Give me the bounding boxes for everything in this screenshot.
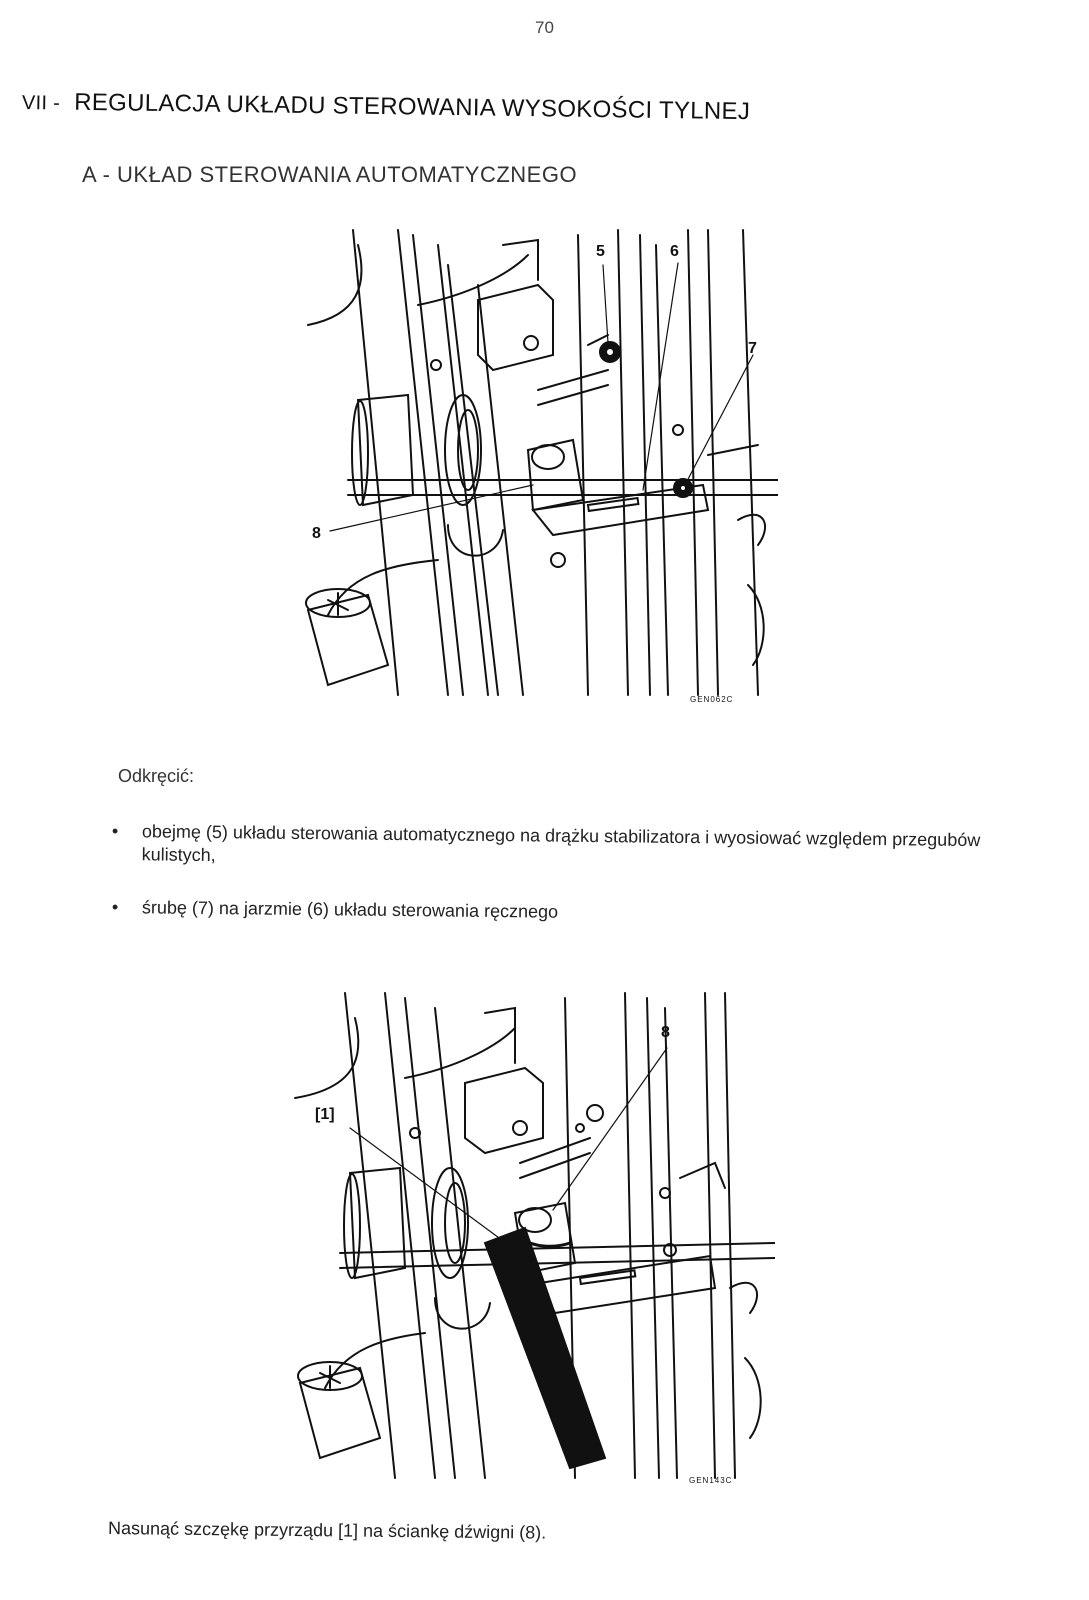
list-item: • obejmę (5) układu sterowania automatyc…	[112, 820, 1052, 876]
figure-1-illustration: 5 6 7 8 GEN062C	[288, 225, 778, 710]
section-roman-numeral: VII -	[21, 92, 61, 115]
figure-1-callout-5: 5	[596, 243, 605, 260]
list-item-text: śrubę (7) na jarzmie (6) układu sterowan…	[141, 897, 559, 922]
list-item-text: obejmę (5) układu sterowania automatyczn…	[141, 821, 981, 866]
section-title-text: REGULACJA UKŁADU STEROWANIA WYSOKOŚCI TY…	[73, 88, 751, 126]
figure-1-callout-8: 8	[312, 525, 321, 542]
instructions-lead: Odkręcić:	[118, 766, 195, 786]
instructions-list: • obejmę (5) układu sterowania automatyc…	[112, 820, 1052, 949]
figure-1-code: GEN062C	[690, 695, 734, 704]
list-item: • śrubę (7) na jarzmie (6) układu sterow…	[112, 896, 1052, 929]
bullet-dot: •	[111, 820, 119, 842]
figure-2-callout-tool-1: [1]	[315, 1106, 335, 1123]
figure-2-illustration: [1] 8 GEN143C	[285, 988, 775, 1493]
section-title: VII - REGULACJA UKŁADU STEROWANIA WYSOKOŚ…	[22, 88, 751, 126]
bullet-dot: •	[111, 896, 119, 918]
figure-1-callout-7: 7	[748, 340, 757, 357]
figure-1-callout-6: 6	[670, 243, 679, 260]
page-number: 70	[535, 18, 554, 37]
figure-2-code: GEN143C	[689, 1476, 733, 1485]
figure-2-callout-8: 8	[661, 1024, 670, 1041]
subsection-title: A - UKŁAD STEROWANIA AUTOMATYCZNEGO	[82, 162, 578, 187]
final-instruction: Nasunąć szczękę przyrządu [1] na ściankę…	[107, 1518, 547, 1543]
